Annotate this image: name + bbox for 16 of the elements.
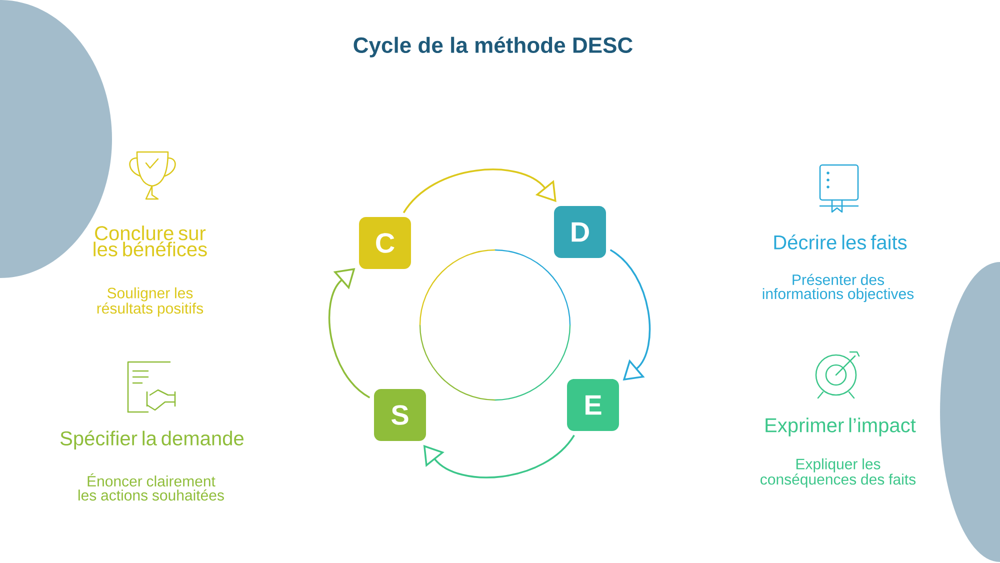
letter-box: S bbox=[374, 389, 426, 441]
step-description: Souligner les résultats positifs bbox=[97, 287, 204, 317]
step-description: Expliquer les conséquences des faits bbox=[760, 458, 916, 488]
step-heading: Conclure sur les bénéfices bbox=[94, 226, 207, 256]
step-heading: Décrire les faits bbox=[774, 234, 907, 250]
step-heading: Spécifier la demande bbox=[60, 430, 244, 450]
title: Cycle de la méthode DESC bbox=[354, 36, 633, 58]
letter-box: D bbox=[554, 206, 606, 258]
cycle-arrow bbox=[402, 168, 556, 214]
letter-box: E bbox=[567, 379, 619, 431]
letter-box: C bbox=[359, 217, 411, 269]
step-heading: Exprimer l’impact bbox=[766, 418, 916, 436]
cycle-arrow bbox=[610, 249, 650, 380]
cycle-arrow bbox=[328, 268, 370, 398]
step-description: Présenter des informations objectives bbox=[762, 274, 914, 302]
step-description: Énoncer clairement les actions souhaitées bbox=[78, 473, 224, 501]
